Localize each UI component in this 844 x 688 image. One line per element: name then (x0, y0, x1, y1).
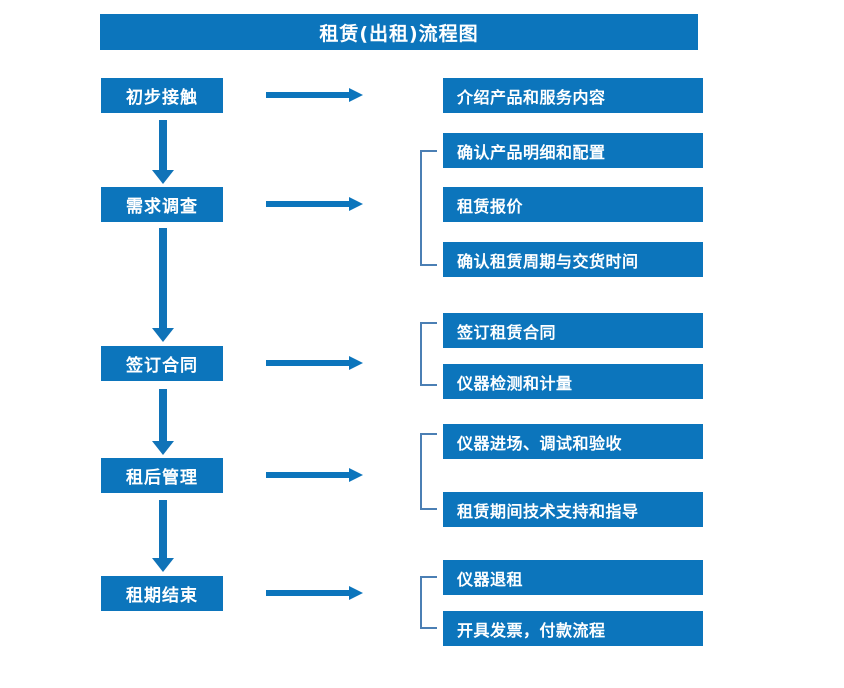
group-bracket-需求调查 (420, 150, 437, 266)
detail-box-仪器退租[interactable]: 仪器退租 (443, 560, 703, 595)
stage-box-需求调查[interactable]: 需求调查 (101, 187, 223, 222)
detail-box-确认产品明细和配置[interactable]: 确认产品明细和配置 (443, 133, 703, 168)
detail-box-租赁报价[interactable]: 租赁报价 (443, 187, 703, 222)
detail-box-仪器检测和计量[interactable]: 仪器检测和计量 (443, 364, 703, 399)
detail-box-介绍产品和服务内容[interactable]: 介绍产品和服务内容 (443, 78, 703, 113)
vertical-arrow-icon-3 (152, 389, 174, 455)
group-bracket-签订合同 (420, 322, 437, 386)
detail-box-仪器进场调试和验收[interactable]: 仪器进场、调试和验收 (443, 424, 703, 459)
horizontal-arrow-icon-3 (266, 356, 363, 370)
stage-box-初步接触[interactable]: 初步接触 (101, 78, 223, 113)
vertical-arrow-icon-4 (152, 500, 174, 572)
detail-box-签订租赁合同[interactable]: 签订租赁合同 (443, 313, 703, 348)
detail-box-租赁期间技术支持和指导[interactable]: 租赁期间技术支持和指导 (443, 492, 703, 527)
horizontal-arrow-icon-1 (266, 88, 363, 102)
vertical-arrow-icon-1 (152, 120, 174, 184)
horizontal-arrow-icon-5 (266, 586, 363, 600)
horizontal-arrow-icon-2 (266, 197, 363, 211)
stage-box-签订合同[interactable]: 签订合同 (101, 346, 223, 381)
horizontal-arrow-icon-4 (266, 468, 363, 482)
stage-box-租期结束[interactable]: 租期结束 (101, 576, 223, 611)
group-bracket-租期结束 (420, 576, 437, 629)
flowchart-title: 租赁(出租)流程图 (100, 14, 698, 50)
stage-box-租后管理[interactable]: 租后管理 (101, 458, 223, 493)
detail-box-确认租赁周期与交货时间[interactable]: 确认租赁周期与交货时间 (443, 242, 703, 277)
group-bracket-租后管理 (420, 433, 437, 510)
detail-box-开具发票付款流程[interactable]: 开具发票，付款流程 (443, 611, 703, 646)
vertical-arrow-icon-2 (152, 228, 174, 342)
